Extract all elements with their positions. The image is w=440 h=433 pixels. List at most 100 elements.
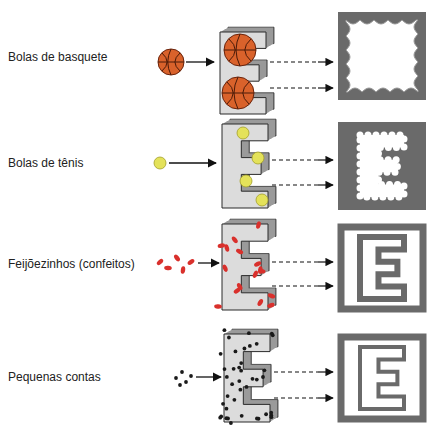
bead [234,349,238,353]
dashed-path [270,61,318,62]
tennis-ball [252,152,264,164]
letter-e-face [220,32,266,114]
jelly-bean [236,282,244,291]
jelly-bean [253,260,262,267]
basketball [224,34,256,66]
bead [225,375,229,379]
row-illustration [156,219,423,310]
dashed-path [274,371,318,372]
bead [184,380,188,384]
result-frame [338,122,426,210]
jelly-bean [256,298,264,307]
bead [229,421,233,425]
bead [180,370,184,374]
ball-body [224,34,256,66]
jelly-bean [252,270,259,279]
bead [245,385,249,389]
letter-e-depth [223,123,269,207]
jelly-bean [267,302,276,309]
letter-e-depth [221,31,267,113]
bead [226,394,230,398]
bead [243,347,247,351]
letter-e-block [222,119,276,208]
jelly-bean [164,266,172,271]
jelly-bean [258,268,266,274]
bead [239,369,243,373]
bead [251,377,255,381]
ball-seam [175,53,180,71]
jelly-bean [187,258,196,266]
bead [264,412,268,416]
bead [255,417,259,421]
bead [247,331,251,335]
bead [223,367,227,371]
letter-e-block [220,27,274,114]
bead [224,416,228,420]
row-illustration [174,328,423,425]
bead [261,375,265,379]
row-illustration [154,119,426,210]
ball-seam [243,82,249,104]
bead [248,344,252,348]
dashed-path [272,159,318,160]
letter-e-face [222,224,268,310]
ball-seam [224,50,256,51]
bead [227,336,231,340]
bead [225,407,229,411]
tennis-ball [240,175,252,187]
ball-seam [236,34,240,66]
jelly-bean [173,254,181,263]
dashed-path [272,184,318,185]
sharp-letter-e [360,237,404,299]
arrow-head [318,371,333,372]
jelly-bean [222,264,229,273]
sharp-letter-e [360,347,404,409]
letter-e-block [222,219,276,310]
letter-e-face [222,124,268,208]
result-frame [341,227,423,309]
dashed-path [272,285,318,286]
ball-seam [234,77,238,109]
blurred-shape [346,20,418,92]
tennis-ball [237,127,249,139]
rough-letter-e [360,135,404,197]
bead [221,402,225,406]
bead [174,376,178,380]
result-image [338,122,426,210]
bead [178,383,182,387]
arrow-head [318,285,333,286]
jelly-bean [267,293,276,300]
incoming-arrow [169,162,216,163]
jelly-bean [156,258,165,266]
arrow-head [318,87,333,88]
result-image [341,337,423,419]
bead [269,415,273,419]
ball-seam [222,93,254,94]
arrow-head [318,184,333,185]
arrow-head [318,61,333,62]
dashed-path [270,87,318,88]
bead [238,388,242,392]
bead [223,328,227,332]
bead [237,366,241,370]
incoming-arrow [186,61,214,62]
basketball [222,77,254,109]
tennis-ball [256,194,268,206]
ball-body [222,77,254,109]
jelly-bean [255,221,261,230]
bead [219,415,223,419]
ball-seam [168,49,171,75]
incoming-arrow [198,262,219,263]
jelly-bean [231,235,239,244]
incoming-arrow [196,376,221,377]
bead [232,367,236,371]
result-frame [341,337,423,419]
letter-e-depth [223,223,269,309]
ball-seam [227,82,233,104]
jelly-bean [214,304,222,309]
bead [219,352,223,356]
tennis-ball [154,157,166,169]
arrow-head [318,159,333,160]
